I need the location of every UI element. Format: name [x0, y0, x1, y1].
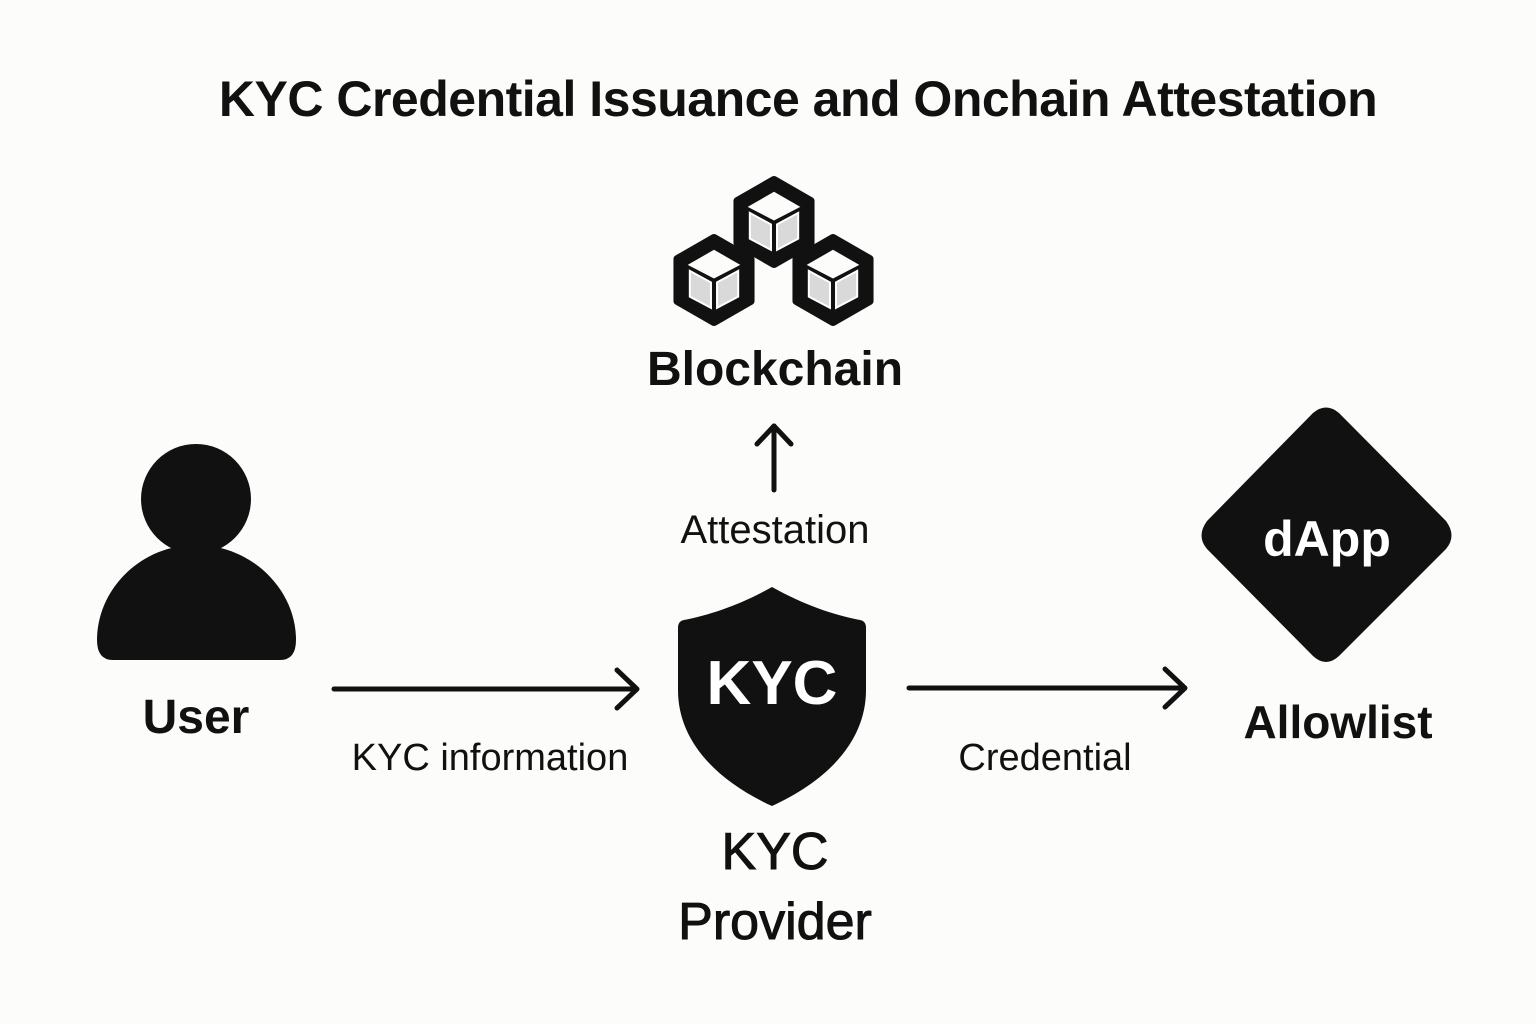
diamond-icon — [1201, 407, 1452, 662]
cube-left — [673, 234, 755, 326]
kyc-provider-label-line1: KYC — [721, 823, 829, 882]
arrow-credential — [906, 666, 1188, 710]
user-label: User — [142, 691, 250, 744]
diagram-title: KYC Credential Issuance and Onchain Atte… — [218, 71, 1378, 127]
blockchain-label: Blockchain — [646, 343, 904, 396]
shield-icon — [678, 587, 866, 806]
allowlist-label: Allowlist — [1243, 696, 1433, 748]
arrow-attestation — [754, 423, 794, 493]
dapp-badge-text: dApp — [1263, 511, 1391, 567]
edge-label-attestation: Attestation — [680, 508, 870, 552]
shield-badge-text: KYC — [706, 649, 838, 718]
person-icon — [97, 444, 296, 660]
edge-label-credential: Credential — [958, 737, 1132, 779]
arrow-kyc-information — [331, 667, 640, 711]
kyc-provider-label-line2: Provider — [678, 893, 873, 952]
edge-label-kyc-information: KYC information — [351, 737, 629, 779]
cube-top — [733, 176, 815, 268]
blocks-icon — [673, 176, 874, 326]
cube-right — [792, 234, 874, 326]
